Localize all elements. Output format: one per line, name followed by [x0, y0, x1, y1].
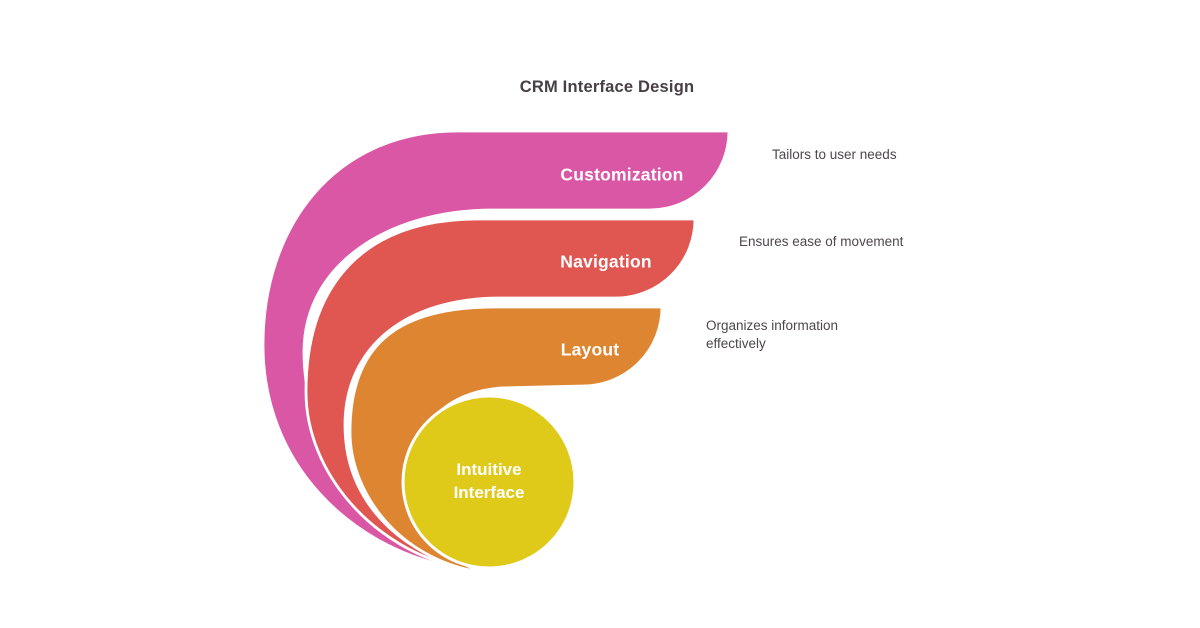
description-navigation: Ensures ease of movement — [739, 234, 904, 249]
customization-shape — [261, 129, 731, 568]
page-title: CRM Interface Design — [519, 78, 695, 96]
circle-label-line2: Interface — [453, 483, 525, 502]
circle-label-intuitive-interface: Intuitive Interface — [454, 458, 525, 504]
band-label-layout: Layout — [560, 339, 620, 360]
description-customization: Tailors to user needs — [772, 147, 897, 162]
description-layout: Organizes information effectively — [706, 318, 839, 351]
navigation-shape — [304, 217, 697, 570]
circle-label-line1: Intuitive — [456, 460, 522, 479]
band-label-customization: Customization — [560, 164, 684, 185]
band-label-navigation: Navigation — [560, 251, 652, 272]
intuitive-interface-circle — [401, 394, 577, 570]
